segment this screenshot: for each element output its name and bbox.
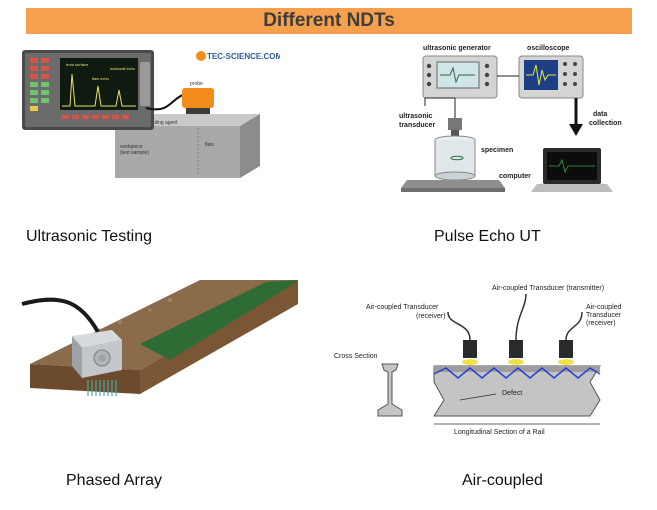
label-cross-section: Cross Section [334,353,378,360]
label-receiver-right-1: Air-coupled [586,304,622,311]
caption-ultrasonic-testing: Ultrasonic Testing [26,228,152,245]
label-specimen: specimen [481,147,513,154]
svg-text:coupling agent: coupling agent [145,120,178,126]
svg-text:workpiece: workpiece [120,144,143,150]
label-generator: ultrasonic generator [423,45,491,52]
svg-text:backwall echo: backwall echo [110,66,136,71]
label-computer: computer [499,173,531,180]
page-title: Different NDTs [263,10,395,31]
svg-text:front surface: front surface [66,62,89,67]
label-oscilloscope: oscilloscope [527,45,570,52]
svg-text:(test sample): (test sample) [120,150,149,156]
label-data: data [593,111,608,118]
label-transmitter: Air-coupled Transducer (transmitter) [492,285,604,292]
label-receiver-right-2: Transducer [586,312,622,319]
label-receiver-right-3: (receiver) [586,320,616,327]
label-transducer-2: transducer [399,122,435,129]
svg-text:probe: probe [190,81,203,87]
caption-phased-array: Phased Array [66,472,163,489]
air-coupled-illustration: Air-coupled Transducer (transmitter) Air… [334,285,622,436]
label-receiver-left-1: Air-coupled Transducer [366,304,439,311]
ultrasonic-testing-illustration: workpiece (test sample) coupling agent f… [22,50,280,178]
svg-text:flaw echo: flaw echo [92,76,110,81]
label-defect: Defect [502,390,522,397]
pulse-echo-illustration: ultrasonic generator oscilloscope data c… [399,45,622,192]
label-longitudinal-section: Longitudinal Section of a Rail [454,429,545,436]
title-banner: Different NDTs [26,8,632,34]
caption-air-coupled: Air-coupled [462,472,543,489]
watermark-text: TEC-SCIENCE.COM [207,52,280,61]
label-collection: collection [589,120,622,127]
label-transducer-1: ultrasonic [399,113,433,120]
label-receiver-left-2: (receiver) [416,313,446,320]
phased-array-illustration [21,280,298,396]
caption-pulse-echo-ut: Pulse Echo UT [434,228,541,245]
svg-text:flaw: flaw [205,142,214,148]
